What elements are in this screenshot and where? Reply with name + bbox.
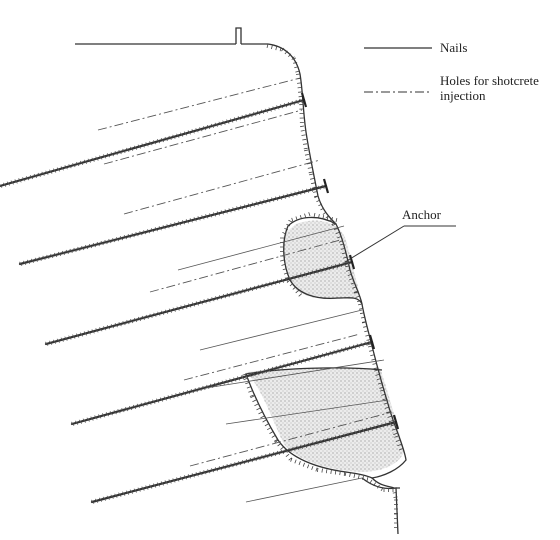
nail-5 (90, 414, 400, 504)
legend-nails-label: Nails (440, 40, 467, 55)
ground-surface (75, 27, 268, 45)
lower-pocket-outline (245, 367, 383, 479)
hole-line-1 (97, 77, 301, 131)
nail-1 (0, 92, 308, 188)
anchor-line-3 (205, 359, 385, 389)
hole-line-3 (123, 159, 321, 215)
toe-profile (361, 477, 399, 535)
nails (0, 92, 400, 504)
lower-shotcrete-pocket (246, 368, 404, 472)
nail-2 (18, 178, 330, 267)
legend: Nails Holes for shotcrete injection (364, 40, 539, 103)
anchor-line-4 (225, 399, 389, 425)
upper-shotcrete-pocket (282, 220, 360, 300)
hole-line-6 (189, 411, 393, 467)
anchor-line-5 (245, 477, 363, 503)
anchor-line-1 (177, 225, 345, 271)
nail-3 (44, 254, 356, 346)
hole-line-4 (149, 239, 341, 293)
anchor-line-2 (199, 309, 363, 351)
hole-line-2 (103, 109, 303, 165)
face-hatching (242, 43, 403, 528)
anchor-callout: Anchor (344, 207, 456, 263)
excavation-face (267, 43, 407, 489)
legend-holes-label-line1: Holes for shotcrete (440, 73, 539, 88)
anchor-label: Anchor (402, 207, 442, 222)
thin-lines (177, 225, 389, 503)
legend-holes-label-line2: injection (440, 88, 486, 103)
nail-4 (70, 334, 376, 426)
hole-line-5 (183, 333, 361, 381)
shotcrete-holes (97, 77, 393, 467)
